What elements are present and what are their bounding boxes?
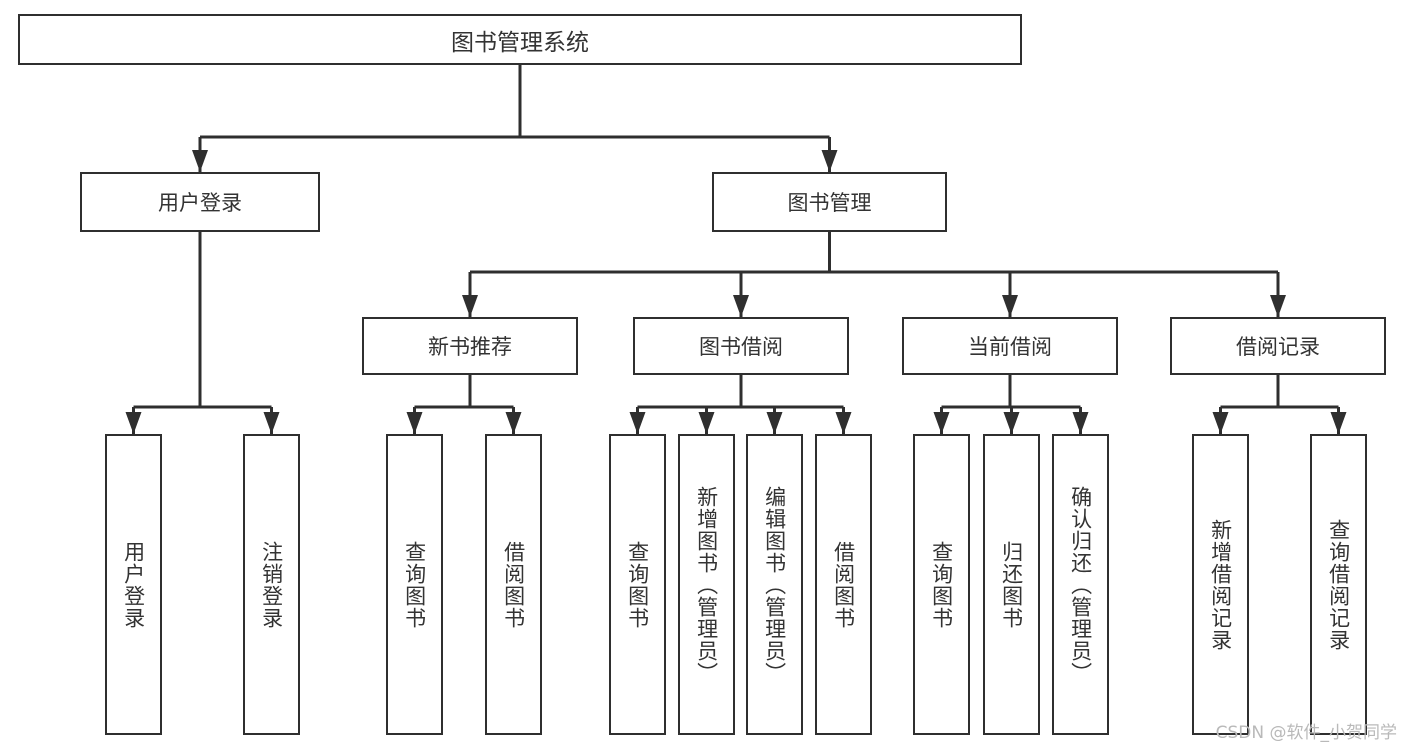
node-label: 归还图书 [999,540,1024,629]
node-leaf_query_record[interactable]: 查询借阅记录 [1310,434,1367,735]
node-label: 图书管理 [787,191,872,215]
node-label: 查询借阅记录 [1326,518,1351,651]
node-book_borrow[interactable]: 图书借阅 [633,317,849,375]
node-leaf_user_login[interactable]: 用户登录 [105,434,162,735]
node-leaf_add_record[interactable]: 新增借阅记录 [1192,434,1249,735]
node-leaf_borrow_book_2[interactable]: 借阅图书 [815,434,872,735]
node-label: 图书借阅 [699,335,783,359]
node-new_book_rec[interactable]: 新书推荐 [362,317,578,375]
node-leaf_add_book[interactable]: 新增图书（管理员） [678,434,735,735]
node-label: 查询图书 [402,540,427,629]
node-leaf_query_book_1[interactable]: 查询图书 [386,434,443,735]
node-label: 用户登录 [121,540,146,629]
node-label: 确认归还（管理员） [1068,485,1093,684]
node-label: 当前借阅 [968,335,1052,359]
node-label: 图书管理系统 [451,29,589,56]
node-leaf_edit_book[interactable]: 编辑图书（管理员） [746,434,803,735]
node-label: 查询图书 [929,540,954,629]
node-leaf_confirm_return[interactable]: 确认归还（管理员） [1052,434,1109,735]
watermark: CSDN @软件_小贺同学 [1215,723,1397,743]
node-leaf_query_book_3[interactable]: 查询图书 [913,434,970,735]
node-label: 新增图书（管理员） [694,485,719,684]
node-leaf_borrow_book_1[interactable]: 借阅图书 [485,434,542,735]
node-loan_record[interactable]: 借阅记录 [1170,317,1386,375]
node-label: 注销登录 [259,540,284,629]
node-label: 新书推荐 [428,335,512,359]
node-label: 新增借阅记录 [1208,518,1233,651]
node-leaf_return_book[interactable]: 归还图书 [983,434,1040,735]
node-current_loan[interactable]: 当前借阅 [902,317,1118,375]
node-label: 用户登录 [158,191,242,215]
node-leaf_query_book_2[interactable]: 查询图书 [609,434,666,735]
node-label: 借阅图书 [831,540,856,629]
node-label: 借阅记录 [1236,335,1320,359]
node-leaf_user_logout[interactable]: 注销登录 [243,434,300,735]
node-label: 查询图书 [625,540,650,629]
node-root[interactable]: 图书管理系统 [18,14,1022,65]
node-label: 借阅图书 [501,540,526,629]
node-book_manage[interactable]: 图书管理 [712,172,947,232]
node-user_login[interactable]: 用户登录 [80,172,320,232]
node-label: 编辑图书（管理员） [762,485,787,684]
